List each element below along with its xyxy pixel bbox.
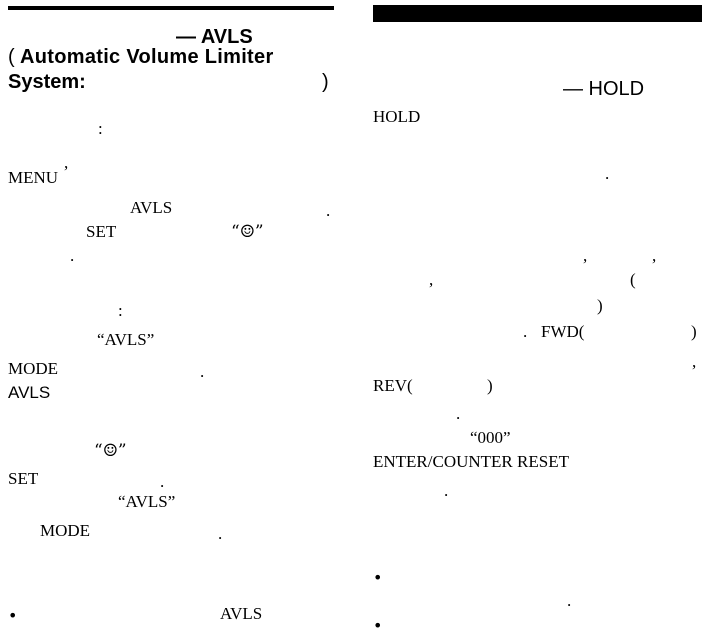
left-mode-1: MODE bbox=[8, 359, 59, 378]
left-avls-quoted-1: “AVLS” bbox=[97, 330, 155, 349]
right-bullet-1: • bbox=[373, 568, 383, 587]
left-period-2: . bbox=[70, 246, 75, 265]
left-heading-line2: System: bbox=[8, 71, 86, 93]
right-enter-counter-reset: ENTER/COUNTER RESET bbox=[373, 452, 569, 471]
left-period-3: . bbox=[200, 362, 205, 381]
right-hold-label: HOLD bbox=[373, 107, 421, 126]
left-smiley-quote-1: “☺” bbox=[231, 222, 264, 242]
right-period-2: . bbox=[456, 404, 461, 423]
left-heading-avls: — AVLS bbox=[176, 26, 253, 48]
right-rev-close: ) bbox=[487, 376, 493, 395]
right-paren-open: ( bbox=[630, 270, 636, 289]
left-menu-label: MENU bbox=[8, 168, 59, 187]
right-counter-value: “000” bbox=[470, 428, 511, 447]
right-fwd-label: FWD( bbox=[541, 322, 585, 341]
left-avls-1: AVLS bbox=[130, 198, 173, 217]
left-period-1: . bbox=[326, 201, 331, 220]
right-heading-hold: — HOLD bbox=[563, 78, 645, 100]
left-period-4: . bbox=[160, 472, 165, 491]
left-subheading-avls: AVLS bbox=[8, 383, 51, 402]
left-top-rule bbox=[8, 6, 334, 10]
right-period-fwd: . bbox=[523, 322, 528, 341]
left-smiley-quote-2: “☺” bbox=[94, 441, 127, 461]
right-comma-c: , bbox=[429, 270, 434, 289]
right-header-bar bbox=[373, 5, 702, 22]
left-heading-line1: Automatic Volume Limiter bbox=[20, 46, 274, 68]
left-bullet: • bbox=[8, 606, 18, 625]
left-set-1: SET bbox=[86, 222, 117, 241]
left-avls-quoted-2: “AVLS” bbox=[118, 492, 176, 511]
left-period-5: . bbox=[218, 524, 223, 543]
left-comma-1: , bbox=[64, 153, 69, 172]
right-fwd-close: ) bbox=[691, 322, 697, 341]
left-mode-2: MODE bbox=[40, 521, 91, 540]
left-heading-open-paren: ( bbox=[8, 46, 15, 68]
left-colon-1: : bbox=[98, 119, 103, 138]
right-rev-label: REV( bbox=[373, 376, 413, 395]
left-heading-close-paren: ) bbox=[322, 71, 329, 93]
right-comma-d: , bbox=[692, 352, 697, 371]
right-paren-close: ) bbox=[597, 296, 603, 315]
left-set-2: SET bbox=[8, 469, 39, 488]
right-period-4: . bbox=[567, 591, 572, 610]
right-comma-a: , bbox=[583, 246, 588, 265]
right-bullet-2: • bbox=[373, 616, 383, 635]
left-avls-bottom: AVLS bbox=[220, 604, 263, 623]
right-comma-b: , bbox=[652, 246, 657, 265]
right-period-1: . bbox=[605, 164, 610, 183]
left-colon-2: : bbox=[118, 301, 123, 320]
right-period-3: . bbox=[444, 481, 449, 500]
